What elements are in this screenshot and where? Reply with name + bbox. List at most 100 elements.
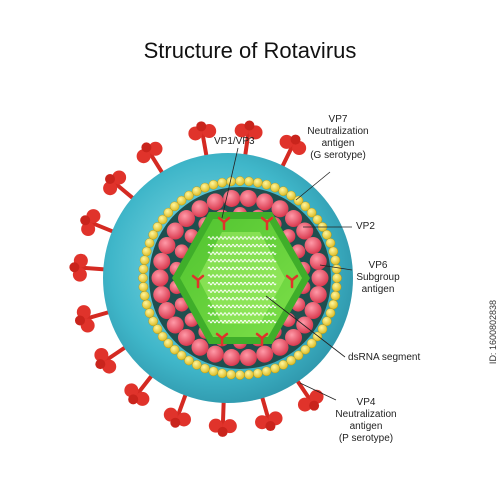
vp7-bead: [139, 291, 150, 301]
vp6-bead: [271, 338, 289, 356]
vp6-bead: [309, 286, 327, 304]
vp7-bead: [235, 370, 245, 380]
vp1-vp3-marker: [191, 274, 205, 289]
vp7-bead: [270, 182, 280, 193]
vp7-bead: [293, 195, 304, 206]
vp7-bead: [306, 338, 317, 349]
vp6-bead: [304, 302, 322, 320]
vp6-bead: [153, 286, 171, 304]
vp6-bead: [151, 269, 169, 287]
vp1-vp3-marker: [255, 332, 269, 347]
vp4-spike: [279, 134, 307, 171]
vp7-bead-ring: [138, 176, 342, 380]
dsrna-strand: [207, 251, 277, 255]
vp1-vp3-marker: [285, 274, 299, 289]
vp4-spike: [69, 253, 109, 282]
vp7-bead: [169, 344, 180, 355]
leader-vp6: [319, 264, 353, 271]
vp7-bead: [278, 186, 289, 196]
vp6-bead: [285, 328, 303, 346]
vp6-bead: [177, 328, 195, 346]
vp6-bead: [177, 210, 195, 228]
vp7-bead: [176, 350, 187, 361]
dsrna-strand: [207, 243, 277, 248]
vp7-bead: [261, 179, 272, 190]
vp7-bead: [331, 264, 342, 274]
vp6-bead: [223, 189, 241, 207]
vp6-bead: [191, 338, 209, 356]
vp7-bead: [141, 246, 152, 257]
vp6-bead: [239, 349, 257, 367]
vp7-bead: [253, 177, 263, 188]
dsrna-strand: [207, 297, 277, 301]
vp7-bead: [138, 273, 148, 283]
vp7-bead: [208, 366, 219, 377]
vp6-bead: [158, 236, 176, 254]
vp6-bead: [166, 222, 184, 240]
vp4-spike: [234, 120, 263, 160]
dsrna-segments: [207, 236, 277, 324]
vp7-bead: [217, 177, 227, 188]
vp6-bead: [239, 189, 257, 207]
vp7-bead: [169, 201, 180, 212]
vp4-spike: [136, 141, 166, 177]
dsrna-strand: [207, 319, 277, 324]
vp6-bead: [296, 222, 314, 240]
vp7-bead: [184, 355, 194, 366]
leader-vp7: [295, 171, 331, 201]
vp4-spike: [163, 390, 191, 428]
label-vp6: VP6 Subgroup antigen: [356, 260, 400, 295]
vp6-bead: [311, 269, 329, 287]
vp7-bead: [244, 176, 254, 187]
vp6-bead: [304, 236, 322, 254]
vp7-bead: [163, 207, 174, 218]
vp4-spike: [103, 170, 137, 202]
vp7-bead: [191, 186, 202, 196]
vp7-bead: [270, 363, 280, 374]
vp7-bead: [286, 190, 296, 201]
vp7-bead: [300, 344, 311, 355]
dsrna-strand: [207, 259, 277, 263]
vp7-bead: [253, 368, 263, 379]
vp7-bead: [217, 368, 227, 379]
dsrna-strand: [207, 304, 277, 309]
vp7-bead: [138, 282, 149, 292]
vp7-bead: [138, 264, 149, 274]
vp7-bead: [331, 282, 342, 292]
vp7-bead: [332, 273, 342, 283]
label-vp2: VP2: [356, 221, 375, 232]
vp6-bead: [256, 345, 274, 363]
vp7-bead: [148, 229, 158, 240]
vp7-bead: [328, 299, 339, 310]
vp4-spike: [74, 305, 113, 333]
label-vp7: VP7 Neutralization antigen (G serotype): [307, 114, 369, 161]
vp6-bead: [206, 345, 224, 363]
vp7-bead: [328, 246, 339, 257]
vp6-bead: [158, 302, 176, 320]
vp6-bead: [256, 193, 274, 211]
vp7-bead: [317, 324, 328, 334]
vp4-spike: [124, 372, 155, 406]
vp1-vp3-markers: [191, 216, 299, 347]
vp7-bead: [152, 222, 163, 232]
vp7-bead: [139, 255, 150, 265]
vp7-bead: [200, 363, 210, 374]
vp7-bead: [300, 201, 311, 212]
vp7-bead: [144, 308, 155, 318]
page-title: Structure of Rotavirus: [143, 38, 357, 63]
vp4-spike: [94, 344, 129, 374]
vp7-bead: [163, 338, 174, 349]
vp7-bead: [152, 324, 163, 334]
vp4-spike: [294, 377, 324, 412]
vp1-vp3-marker: [217, 216, 231, 231]
leader-dsrna: [265, 295, 346, 358]
vp7-bead: [312, 214, 323, 225]
vp6-bead: [271, 200, 289, 218]
dsrna-strand: [207, 312, 277, 316]
vp7-bead: [141, 299, 152, 310]
vp1-vp3-marker: [260, 216, 274, 231]
vp6-bead: [153, 252, 171, 270]
core-highlight: [198, 232, 285, 324]
vp1-vp3-marker: [215, 332, 229, 347]
vp7-bead: [157, 331, 168, 342]
